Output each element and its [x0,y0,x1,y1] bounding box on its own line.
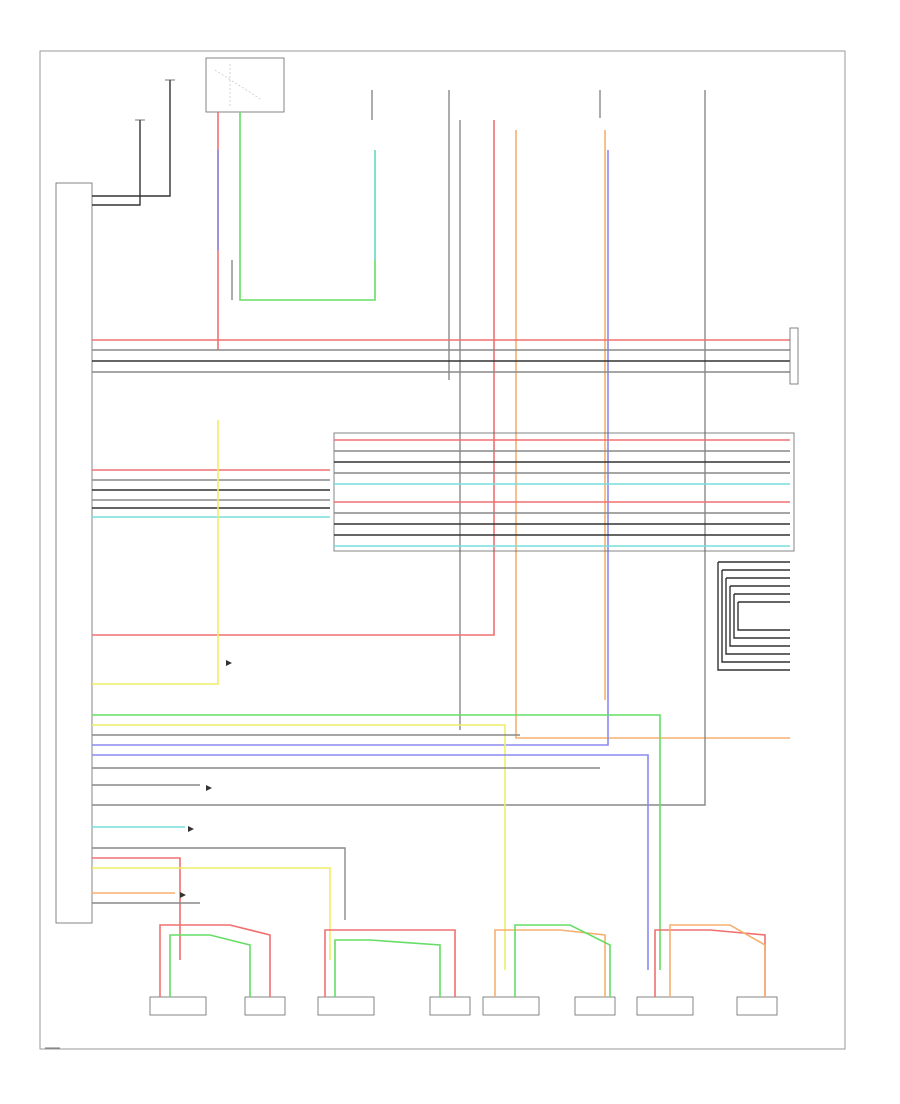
speaker-4 [429,996,471,1016]
switch-box-wires [217,112,376,350]
speaker-6 [574,996,616,1016]
center-harness-lines [334,439,790,547]
right-stack [717,561,790,671]
speaker-2 [244,996,286,1016]
speaker-pigtails [159,924,766,997]
right-top-module [789,327,799,385]
top-feeders [92,90,790,806]
speaker-8 [736,996,778,1016]
control-module [55,182,93,924]
left-mid-bus [92,469,330,518]
diagram-frame [39,50,846,1050]
speaker-7 [636,996,694,1016]
yellow-loop [92,420,219,685]
top-left-feeds [92,79,175,206]
center-harness-box [333,432,795,552]
speaker-1 [149,996,207,1016]
lower-runs [92,714,661,970]
speaker-row [149,996,778,1016]
speaker-3 [317,996,375,1016]
upper-bus [92,339,790,373]
top-switch-box [205,57,285,113]
connector-markers [180,660,232,898]
speaker-5 [482,996,540,1016]
